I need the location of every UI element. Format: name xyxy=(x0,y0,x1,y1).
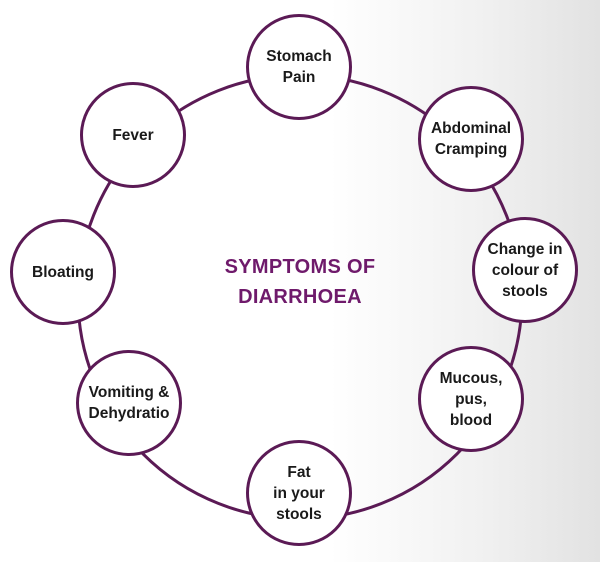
node-label: Abdominal Cramping xyxy=(430,120,512,158)
node-vomiting-dehydration: Vomiting & Dehydratio xyxy=(76,350,182,456)
node-mucous-pus-blood: Mucous, pus, blood xyxy=(418,346,524,452)
node-label: Vomiting & Dehydratio xyxy=(88,384,170,422)
node-label: Fever xyxy=(112,126,154,144)
node-fat-in-stools: Fat in your stools xyxy=(246,440,352,546)
node-abdominal-cramping: Abdominal Cramping xyxy=(418,86,524,192)
title-line-1: SYMPTOMS OF xyxy=(224,256,376,278)
node-label: Fat in your stools xyxy=(273,463,325,523)
node-label: Bloating xyxy=(32,263,94,281)
node-label: Stomach Pain xyxy=(266,48,332,86)
title-line-2: DIARRHOEA xyxy=(238,286,362,308)
node-change-in-colour: Change in colour of stools xyxy=(472,217,578,323)
diagram-title: SYMPTOMS OF DIARRHOEA xyxy=(190,252,410,312)
node-label: Mucous, pus, blood xyxy=(439,369,503,429)
node-bloating: Bloating xyxy=(10,219,116,325)
node-fever: Fever xyxy=(80,82,186,188)
node-stomach-pain: Stomach Pain xyxy=(246,14,352,120)
node-label: Change in colour of stools xyxy=(487,240,563,300)
